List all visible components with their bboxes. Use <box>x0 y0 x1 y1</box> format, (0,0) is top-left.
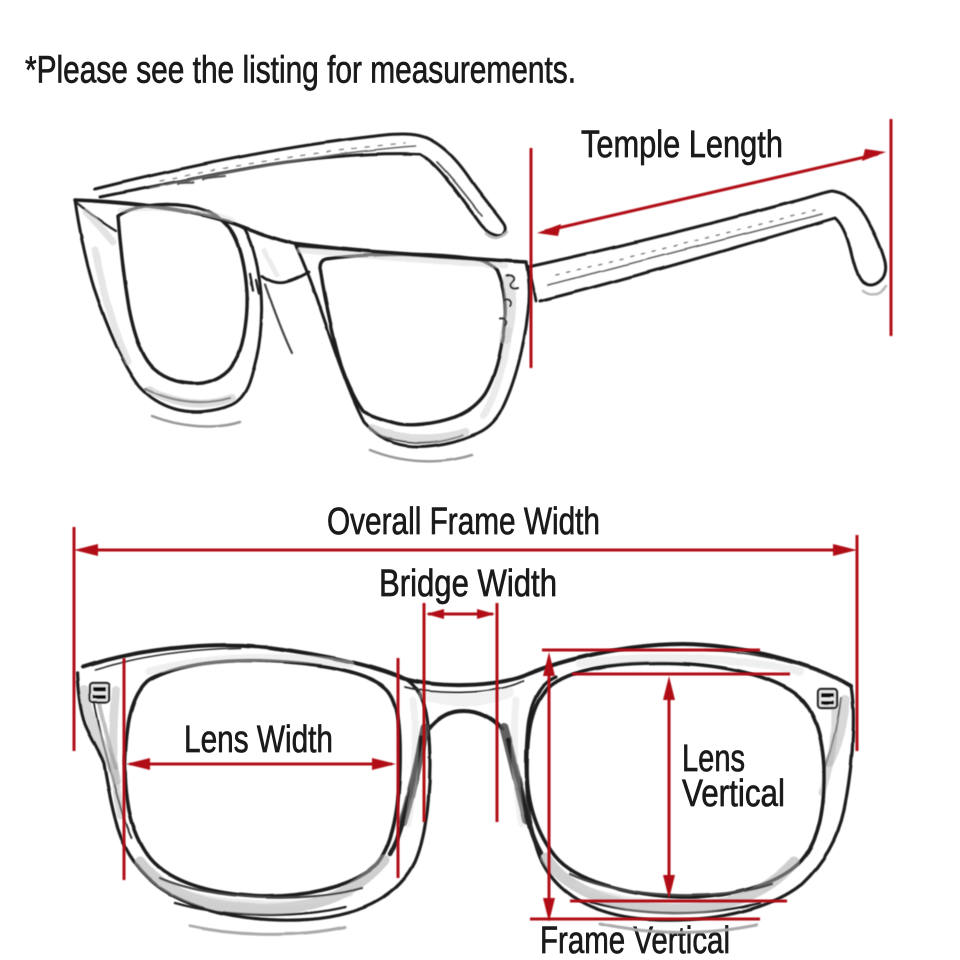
svg-text:Vertical: Vertical <box>682 773 785 815</box>
svg-text:Overall Frame Width: Overall Frame Width <box>327 501 600 543</box>
svg-text:Temple Length: Temple Length <box>581 124 783 166</box>
svg-text:Lens: Lens <box>682 738 745 780</box>
svg-text:Bridge Width: Bridge Width <box>379 563 557 605</box>
svg-text:*Please see the listing for me: *Please see the listing for measurements… <box>25 50 576 92</box>
svg-text:Frame Vertical: Frame Vertical <box>540 920 730 960</box>
svg-text:Lens Width: Lens Width <box>184 719 333 761</box>
